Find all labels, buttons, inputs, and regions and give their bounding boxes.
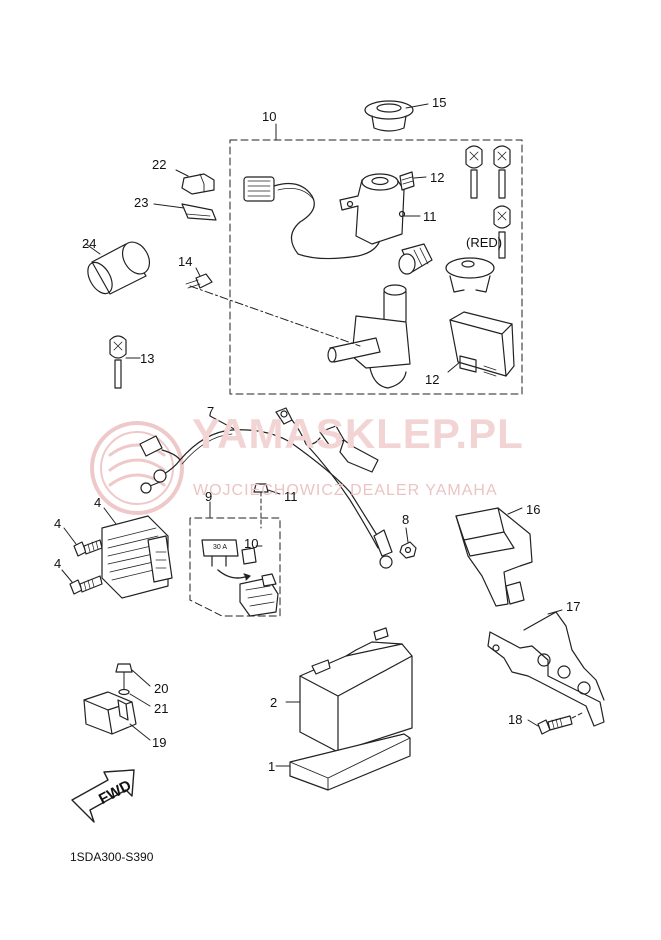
ignition-kit-box	[229, 123, 523, 395]
part-4-bolt-upper	[63, 527, 103, 557]
callout-22: 21	[154, 701, 169, 716]
part-18-bracket	[487, 609, 605, 727]
callout-8: 10	[244, 536, 259, 551]
part-3-rectifier-regulator	[101, 507, 173, 599]
part-lock-cylinder	[398, 243, 433, 275]
fuse-rating-label: 30 A	[213, 544, 228, 551]
callout-13: 12	[425, 372, 440, 387]
callout-16: 15	[432, 95, 447, 110]
callout-18: 17	[566, 599, 581, 614]
callout-14: 13	[140, 351, 155, 366]
callout-12: 12	[430, 170, 445, 185]
callout-5: 7	[207, 404, 215, 419]
part-4-bolt-lower	[61, 569, 103, 595]
part-1-battery-pad	[275, 733, 411, 791]
callout-7: 9	[205, 489, 213, 504]
callout-15: 14	[178, 254, 193, 269]
leader-15	[189, 285, 361, 347]
callout-9: 11	[284, 489, 298, 504]
part-6-nut	[399, 527, 417, 559]
part-7-fuse-box-group	[189, 501, 281, 617]
part-19-screw	[527, 711, 585, 735]
part-5-positive-lead	[275, 407, 393, 569]
part-15-screw	[185, 267, 213, 289]
callout-25: 24	[82, 236, 97, 251]
callout-20: 19	[152, 735, 167, 750]
callout-4-lower: 4	[54, 556, 62, 571]
part-17-battery-case	[455, 507, 533, 607]
part-23-cover	[175, 169, 215, 195]
part-steering-lock	[327, 284, 411, 389]
callout-17: 16	[526, 502, 541, 517]
part-13-cdi-unit	[447, 311, 515, 377]
part-22-collar	[118, 688, 151, 707]
callout-3: 4	[94, 495, 102, 510]
callout-21: 20	[154, 681, 169, 696]
part-25-damper	[85, 241, 151, 295]
callout-11: 11	[423, 209, 437, 224]
part-20-relay	[83, 691, 151, 741]
diagram-code: 1SDA300-S390	[70, 850, 154, 864]
part-keys-set	[465, 145, 511, 259]
callout-4-upper: 4	[54, 516, 62, 531]
callout-24: 23	[134, 195, 149, 210]
fwd-arrow-icon	[71, 769, 135, 823]
part-16-seal-cap	[364, 100, 429, 132]
watermark-title: YAMASKLEP.PL	[192, 410, 524, 457]
callout-23: 22	[152, 157, 167, 172]
part-11-main-switch	[243, 173, 421, 260]
part-seat-lock-cap	[445, 257, 495, 293]
callout-2: 2	[270, 695, 278, 710]
watermark-logo-icon	[90, 421, 184, 515]
callout-6: 8	[402, 512, 410, 527]
callout-10: 10	[262, 109, 277, 124]
part-2-battery	[285, 627, 413, 753]
part-5-battery-lead	[139, 415, 381, 541]
part-12-screw	[399, 171, 427, 191]
watermark-subtitle: WOJCIECHOWICZ DEALER YAMAHA	[193, 482, 498, 499]
part-14-key	[109, 335, 141, 389]
callout-19: 18	[508, 712, 523, 727]
red-key-note: (RED)	[466, 235, 503, 250]
callout-1: 1	[268, 759, 276, 774]
part-9-bolt	[253, 483, 281, 529]
part-24-holder	[153, 203, 217, 221]
